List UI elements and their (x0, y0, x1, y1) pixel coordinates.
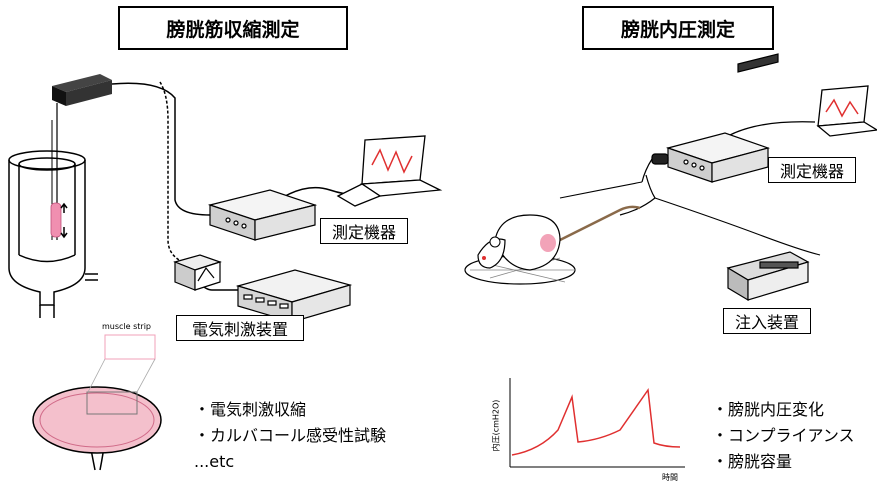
bladder-illustration (32, 358, 162, 471)
pump-label: 注入装置 (723, 308, 811, 334)
force-transducer (52, 74, 112, 106)
right-title: 膀胱内圧測定 (582, 6, 774, 50)
pressure-transducer (619, 153, 669, 216)
pressure-chart (509, 378, 685, 468)
syringe-pump-device (726, 53, 810, 302)
stimulator-device (235, 269, 353, 323)
left-bullet-3: ...etc (194, 452, 235, 471)
cables-left (111, 81, 381, 291)
catheter-lines (559, 181, 821, 256)
right-cable-laptop (729, 121, 816, 136)
left-measurement-device (207, 189, 318, 241)
left-bullet-2: ・カルバコール感受性試験 (194, 426, 387, 445)
left-title: 膀胱筋収縮測定 (118, 6, 348, 50)
right-bullet-3: ・膀胱容量 (712, 452, 793, 471)
tissue-holder (50, 103, 68, 240)
muscle-strip-sample (50, 202, 62, 238)
muscle-strip-label: muscle strip (102, 322, 152, 331)
left-bullets: ・電気刺激収縮 ・カルバコール感受性試験 ...etc (194, 397, 386, 475)
stimulator-monitor (173, 254, 222, 291)
right-measurement-device (665, 132, 771, 183)
right-bullet-1: ・膀胱内圧変化 (712, 400, 825, 419)
chart-x-label: 時間 (662, 473, 678, 482)
right-bullets: ・膀胱内圧変化 ・コンプライアンス ・膀胱容量 (712, 397, 855, 475)
left-bullet-1: ・電気刺激収縮 (194, 400, 307, 419)
chart-y-label: 内圧(cmH2O) (491, 399, 501, 452)
mouse-illustration (464, 205, 641, 285)
left-measure-label: 測定機器 (320, 218, 408, 244)
left-laptop (336, 135, 443, 207)
stimulator-label: 電気刺激装置 (176, 315, 304, 341)
right-measure-label: 測定機器 (768, 157, 856, 183)
muscle-strip-diagram (104, 334, 156, 360)
organ-bath (8, 150, 98, 318)
pressure-trace (511, 387, 681, 456)
right-bullet-2: ・コンプライアンス (712, 426, 855, 445)
right-laptop (816, 85, 877, 137)
